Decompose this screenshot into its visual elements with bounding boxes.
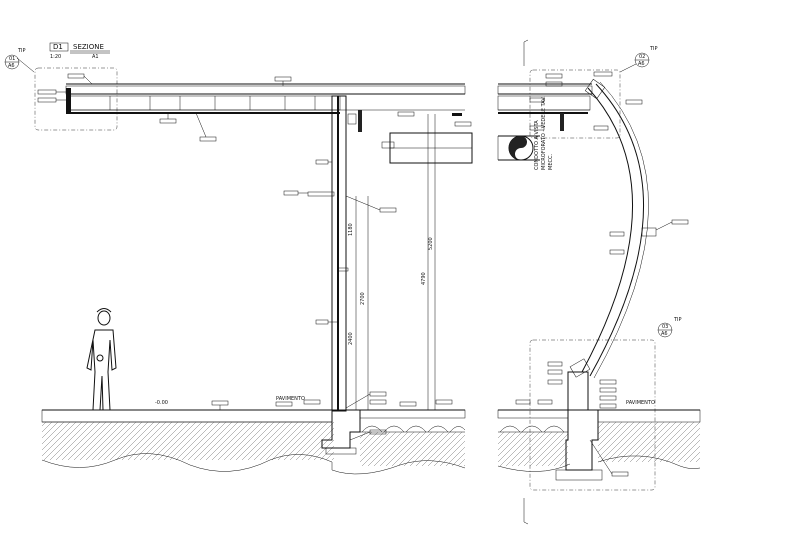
detail-callout-2: 02 A6 TIP — [529, 46, 658, 139]
right-section: 02 A6 TIP 03 A6 TIP — [497, 39, 701, 525]
curved-wall — [569, 78, 689, 379]
roof-slab — [65, 83, 466, 116]
svg-text:A6: A6 — [661, 331, 668, 337]
section-number: D1 — [53, 43, 63, 51]
duct-note-1: CONDOTTO A VISTA — [534, 120, 540, 170]
detail-number: 01 — [9, 56, 15, 62]
left-floor: -0.00 PAVIMENTO — [41, 391, 466, 475]
roof-beams — [347, 110, 473, 164]
facade-wall: 1180 2700 2400 4790 5200 — [283, 95, 436, 412]
right-roof-slab — [497, 71, 643, 131]
duct: CONDOTTO A VISTA MICROFORATO - VEDERE TA… — [497, 96, 554, 170]
right-floor: PAVIMENTO — [497, 361, 701, 481]
duct-note-3: MECC. — [548, 154, 554, 170]
section-title-block: D1 SEZIONE 1:20 A1 — [49, 42, 110, 60]
detail-callout-3: 03 A6 TIP — [529, 317, 682, 491]
section-scale: 1:20 — [50, 54, 61, 60]
detail-callout-1: 01 A6 TIP — [4, 48, 118, 131]
detail-label: TIP — [17, 48, 26, 54]
svg-text:5200: 5200 — [428, 237, 434, 250]
svg-text:1180: 1180 — [348, 223, 354, 236]
svg-text:2700: 2700 — [360, 292, 366, 305]
detail-label: TIP — [649, 46, 658, 52]
human-figure — [86, 308, 117, 411]
duct-note-2: MICROFORATO - VEDERE TAV. — [541, 96, 547, 170]
svg-text:-0.00: -0.00 — [155, 400, 168, 406]
svg-text:PAVIMENTO: PAVIMENTO — [276, 396, 305, 402]
detail-sheet: A6 — [8, 63, 15, 69]
svg-text:02: 02 — [639, 54, 645, 60]
left-section: 01 A6 TIP D1 SEZIONE 1:20 A1 — [4, 42, 473, 475]
svg-text:03: 03 — [662, 324, 668, 330]
svg-text:PAVIMENTO: PAVIMENTO — [626, 400, 655, 406]
section-title: SEZIONE — [73, 43, 104, 51]
svg-text:A6: A6 — [638, 61, 645, 67]
svg-text:2400: 2400 — [348, 332, 354, 345]
section-sheet: A1 — [92, 54, 99, 60]
detail-label: TIP — [673, 317, 682, 323]
roof-labels — [37, 73, 472, 142]
svg-text:4790: 4790 — [421, 272, 427, 285]
